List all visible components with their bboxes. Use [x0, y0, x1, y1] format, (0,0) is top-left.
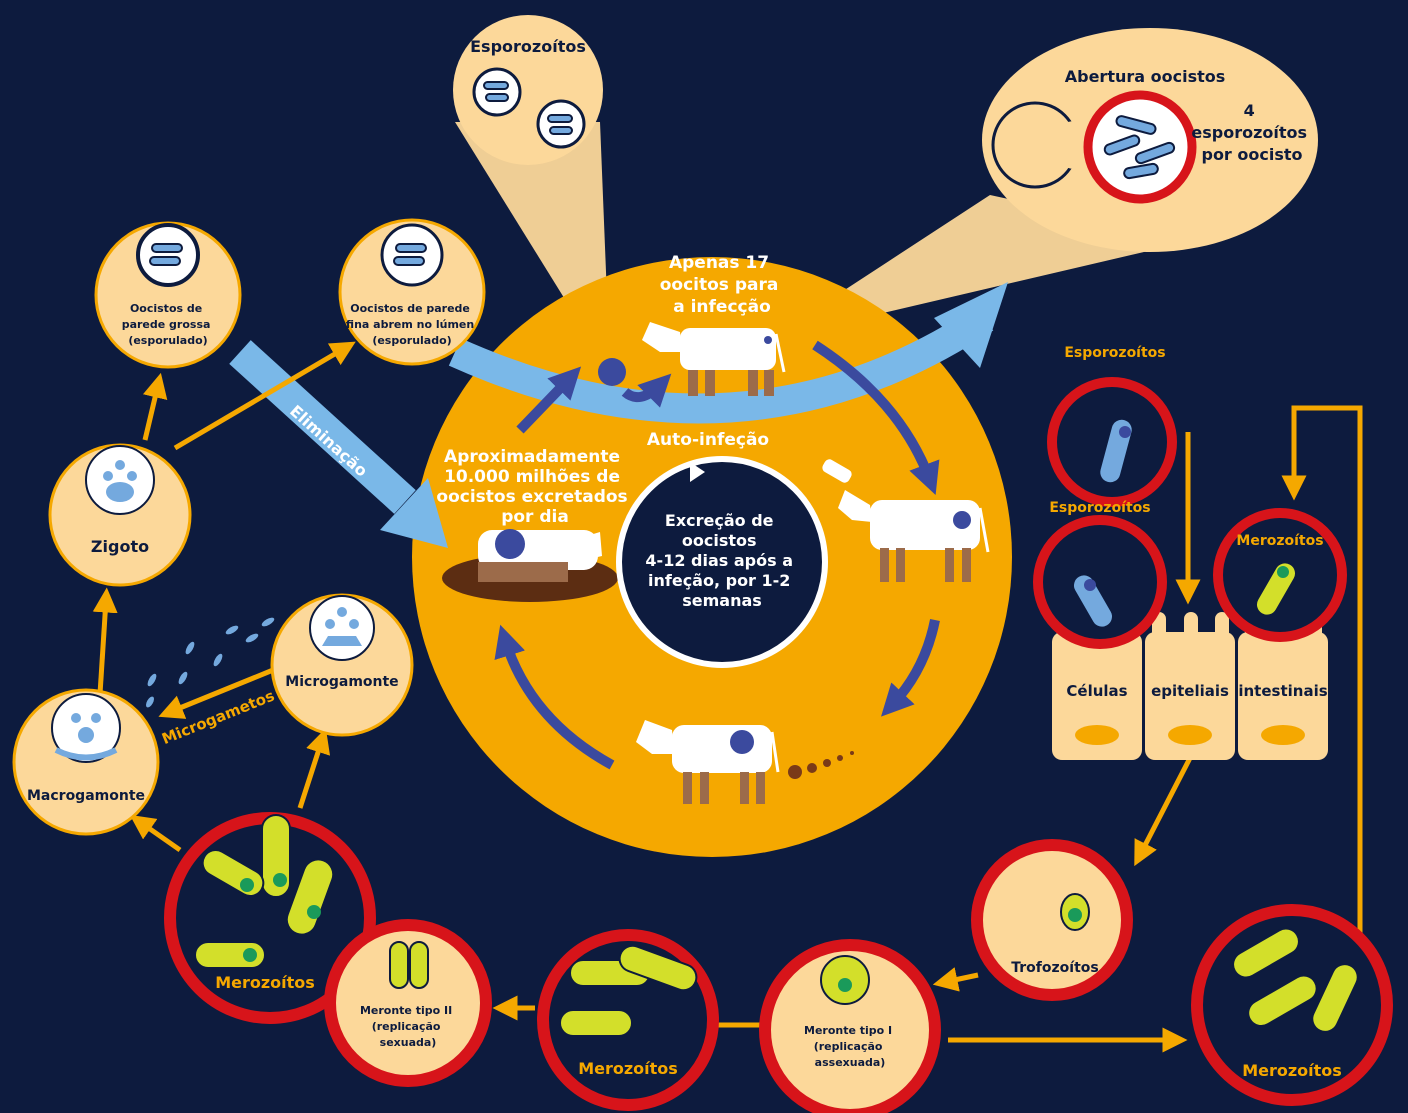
microgametes-particles — [146, 617, 275, 708]
excretion-period-ring-arrow — [690, 462, 705, 482]
stage-microgamont-label: Microgamonte — [285, 674, 398, 690]
excretion-period-disc — [616, 456, 828, 668]
epithelium-cell-label-2: epiteliais — [1151, 682, 1229, 700]
epithelium-sporozoite-a-label: Esporozoítos — [1064, 345, 1165, 361]
intestinal-epithelium: Células epiteliais intestinais — [1052, 612, 1328, 760]
autoinfection-label: Auto-infeção — [647, 430, 769, 450]
stage-macrogamont-label: Macrogamonte — [27, 788, 145, 804]
cow-infection — [642, 322, 786, 396]
epithelium-cell-label-3: intestinais — [1238, 682, 1327, 700]
epithelium-merozoites-label: Merozoítos — [1236, 533, 1323, 549]
excretion-period-label: Excreção de oocistos 4-12 dias após a in… — [645, 511, 798, 610]
stage-zygote-label: Zigoto — [91, 537, 149, 556]
merozoites-right-label: Merozoítos — [1242, 1061, 1342, 1080]
stage-meront-type-2-label: Meronte tipo II (replicação sexuada) — [360, 1004, 456, 1049]
stage-trophozoites-label: Trofozoítos — [1011, 960, 1098, 976]
cow-diarrhea — [636, 720, 854, 804]
opening-callout-detail: 4 esporozoítos por oocisto — [1191, 101, 1312, 164]
epithelium-sporozoite-b: Esporozoítos — [1033, 500, 1167, 649]
stage-thick-wall-label: Oocistos de parede grossa (esporulado) — [122, 302, 215, 347]
merozoites-left-label: Merozoítos — [215, 973, 315, 992]
epithelium-merozoites: Merozoítos — [1213, 508, 1347, 642]
oocyst-opening-callout: Abertura oocistos 4 esporozoítos por ooc… — [982, 28, 1318, 252]
stage-macrogamont: Macrogamonte — [12, 688, 160, 836]
opening-callout-title: Abertura oocistos — [1065, 67, 1226, 86]
merozoites-left: Merozoítos — [164, 812, 376, 1024]
stage-thick-wall-oocysts: Oocistos de parede grossa (esporulado) — [94, 221, 242, 369]
sporozoite-callout: Esporozoítos — [453, 15, 603, 165]
excreted-label: Aproximadamente 10.000 milhões de oocist… — [436, 447, 633, 527]
merozoites-bottom: Merozoítos — [537, 929, 719, 1111]
stage-zygote: Zigoto — [48, 443, 192, 587]
elimination-arrowhead — [380, 478, 448, 548]
calf-lying — [442, 529, 618, 602]
oocyst-dot-infection — [598, 358, 626, 386]
epithelium-sporozoite-a: Esporozoítos — [1047, 345, 1177, 507]
autoinfection-arrowhead — [934, 282, 1008, 368]
merozoites-right: Merozoítos — [1191, 904, 1393, 1106]
merozoites-bottom-label: Merozoítos — [578, 1059, 678, 1078]
microgametes-label: Microgametos — [159, 687, 277, 749]
calf-bottle — [822, 459, 990, 582]
stage-meront-type-2: Meronte tipo II (replicação sexuada) — [324, 919, 492, 1087]
epithelium-sporozoite-b-label: Esporozoítos — [1049, 500, 1150, 516]
stage-thin-wall-oocysts: Oocistos de parede fina abrem no lúmen (… — [338, 218, 486, 366]
autoinfection-arrow — [448, 305, 994, 424]
opening-highlight-ring — [1083, 90, 1197, 204]
stage-meront-type-1-label: Meronte tipo I (replicação assexuada) — [804, 1024, 896, 1069]
sporozoite-callout-title: Esporozoítos — [470, 37, 586, 56]
stage-meront-type-1: Meronte tipo I (replicação assexuada) — [759, 939, 941, 1113]
stage-microgamont: Microgamonte — [270, 593, 414, 737]
elimination-arrow — [229, 340, 416, 514]
stage-trophozoites: Trofozoítos — [971, 839, 1133, 1001]
infection-label: Apenas 17 oocitos para a infecção — [660, 253, 785, 317]
stage-thin-wall-label: Oocistos de parede fina abrem no lúmen (… — [346, 302, 478, 347]
infection-cycle-arrows — [494, 340, 940, 770]
epithelium-cell-label-1: Células — [1066, 682, 1127, 700]
